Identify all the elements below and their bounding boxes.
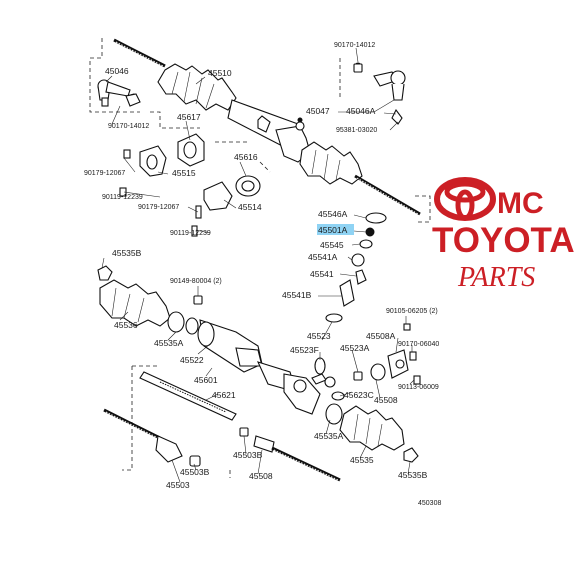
label-45046A: 45046A (346, 106, 376, 116)
tie-rod-upper-right (354, 174, 421, 216)
label-45510: 45510 (208, 68, 232, 78)
label-45545: 45545 (320, 240, 344, 250)
label-45541A: 45541A (308, 252, 338, 262)
label-45535A-right: 45535A (314, 431, 344, 441)
nut-left (125, 93, 141, 107)
label-45514: 45514 (238, 202, 262, 212)
upper-right-boundary (339, 58, 431, 223)
label-45621: 45621 (212, 390, 236, 400)
label-90119-12239-a: 90119-12239 (102, 194, 143, 201)
tie-rod-end-left (97, 79, 139, 107)
label-90105-06205: 90105-06205 (2) (386, 308, 438, 315)
bracket-45617 (177, 133, 205, 167)
nut-90149 (193, 295, 203, 305)
label-45601: 45601 (194, 375, 218, 385)
leader-lines (101, 47, 415, 483)
clamp-45514 (203, 181, 233, 211)
label-45523A: 45523A (340, 343, 370, 353)
label-45523F: 45523F (290, 345, 319, 355)
yoke-parts-right (314, 323, 421, 425)
label-45541B: 45541B (282, 290, 312, 300)
label-45047: 45047 (306, 106, 330, 116)
label-45523: 45523 (307, 331, 331, 341)
pinion-parts (325, 212, 387, 323)
label-45522: 45522 (180, 355, 204, 365)
boot-45535 (339, 405, 405, 451)
tie-rod-lower-right (239, 427, 341, 482)
label-90113-06009: 90113-06009 (398, 384, 439, 391)
label-45536: 45536 (114, 320, 138, 330)
label-45503B-left: 45503B (180, 467, 210, 477)
label-90119-12239-b: 90119-12239 (170, 230, 211, 237)
label-45046: 45046 (105, 66, 129, 76)
cotter-pin-right (391, 108, 403, 125)
label-90179-12067-b: 90179-12067 (138, 204, 179, 211)
nut-45535B-right (403, 447, 419, 463)
brand-parts-text: PARTS (457, 262, 535, 293)
bushing-45616 (235, 175, 261, 197)
brand-toyota-text: TOYOTA (432, 221, 575, 260)
housing-45522 (197, 319, 263, 373)
toyota-logo (434, 177, 496, 221)
label-90179-12067-a: 90179-12067 (84, 170, 125, 177)
label-90170-06040: 90170-06040 (398, 341, 439, 348)
label-95381-03020: 95381-03020 (336, 127, 377, 134)
label-90149-80004: 90149-80004 (2) (170, 278, 222, 285)
rack-bar-45621 (139, 371, 237, 421)
tie-rod-end-right (353, 62, 406, 101)
label-45508-right: 45508 (374, 395, 398, 405)
label-450308: 450308 (418, 500, 441, 507)
clamp-45535A-left (167, 311, 199, 335)
boot-45510 (157, 63, 237, 111)
label-45501A: 45501A (318, 225, 348, 235)
tie-rod-lower-left (103, 408, 201, 467)
label-45515: 45515 (172, 168, 196, 178)
bolts-upper-left (119, 149, 202, 237)
label-45617: 45617 (177, 112, 201, 122)
label-45535B-right: 45535B (398, 470, 428, 480)
label-90170-14012-top: 90170-14012 (334, 42, 375, 49)
part-labels: 45046 45510 90170-14012 90170-14012 4561… (84, 42, 441, 507)
label-45508-bottom: 45508 (249, 471, 273, 481)
label-45535: 45535 (350, 455, 374, 465)
lower-assembly-boundary (122, 365, 231, 478)
upper-assembly-boundary (89, 38, 271, 173)
label-45623C: 45623C (344, 390, 374, 400)
nut-45535B-top (97, 265, 113, 281)
label-45503B-mid: 45503B (233, 450, 263, 460)
rack-housing-lower (256, 361, 327, 415)
tie-rod-upper-left (113, 38, 166, 68)
label-45508A: 45508A (366, 331, 396, 341)
boot-upper-right (299, 141, 363, 185)
highlight-45501A (317, 224, 354, 235)
label-45535A-left: 45535A (154, 338, 184, 348)
label-45546A: 45546A (318, 209, 348, 219)
label-45616: 45616 (234, 152, 258, 162)
label-45541: 45541 (310, 269, 334, 279)
brand-mc-text: MC (497, 187, 544, 220)
label-45503: 45503 (166, 480, 190, 490)
bracket-45515 (139, 145, 167, 177)
label-90170-14012-left: 90170-14012 (108, 123, 149, 130)
label-45535B-top: 45535B (112, 248, 142, 258)
